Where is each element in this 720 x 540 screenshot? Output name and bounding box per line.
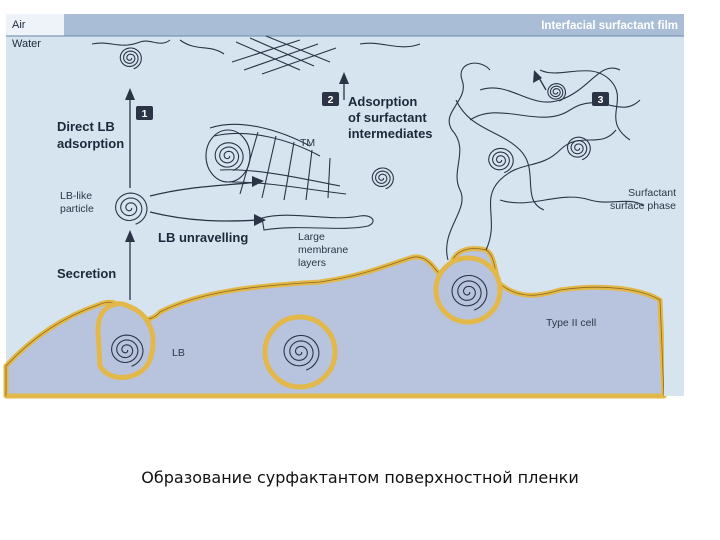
spiral-stroke [371, 167, 394, 190]
right-water-strip [664, 300, 684, 396]
lb-vesicle-ring [262, 314, 338, 390]
film-lattice [91, 35, 421, 75]
step-badge-2 [322, 92, 339, 106]
tm-roll-spiral [214, 142, 244, 172]
surfactant-film-bar [64, 14, 684, 36]
tm-end-spiral [371, 167, 394, 190]
tubular-myelin [205, 123, 347, 201]
phase-spiral-a [488, 147, 514, 174]
interfacial-film-label: Interfacial surfactant film [541, 20, 678, 32]
step-1-line-2: adsorption [57, 136, 124, 151]
type-ii-cell-label: Type II cell [546, 317, 596, 329]
spiral-stroke [119, 47, 142, 70]
figure-caption: Образование сурфактантом поверхностной п… [141, 468, 579, 487]
surfactant-film-diagram: Air Water Interfacial surfactant film [3, 14, 684, 399]
air-label: Air [12, 19, 26, 31]
large-membrane-line-3: layers [298, 257, 326, 269]
film-spiral-left [119, 47, 142, 70]
large-membrane-line-2: membrane [298, 244, 348, 256]
phase-spiral-b [566, 136, 591, 161]
cell-pocket-ring [433, 255, 503, 325]
spiral-stroke [451, 274, 488, 311]
spiral-stroke [115, 192, 148, 225]
surface-phase-line-2: surface phase [610, 200, 676, 212]
large-membrane-line-1: Large [298, 231, 325, 243]
step-2-line-1: Adsorption [348, 94, 417, 109]
spiral-stroke [566, 136, 591, 161]
step-1-number: 1 [142, 108, 148, 120]
lb-unravelling-label: LB unravelling [158, 230, 248, 245]
spiral-stroke [488, 147, 514, 174]
lb-spiral-vesicle [283, 334, 320, 371]
spiral-stroke [111, 334, 144, 367]
surface-phase-line-1: Surfactant [628, 187, 676, 199]
pathway-arrows [129, 75, 547, 300]
step-badge-3 [592, 92, 609, 106]
step-3-number: 3 [598, 94, 604, 106]
secretion-label: Secretion [57, 266, 116, 281]
lb-like-particle-spiral [115, 192, 148, 225]
tm-label: TM [300, 137, 315, 149]
water-label: Water [12, 38, 41, 50]
phase-spiral-c [547, 83, 567, 102]
large-membrane-layers [261, 214, 374, 231]
surface-phase-tangle [446, 62, 645, 261]
lb-like-label-line-1: LB-like [60, 190, 92, 202]
spiral-stroke [214, 142, 244, 172]
step-2-line-2: of surfactant [348, 110, 427, 125]
lb-like-label-line-2: particle [60, 203, 94, 215]
arrowheads [125, 70, 542, 242]
spiral-stroke [283, 334, 320, 371]
spiral-stroke [547, 83, 567, 102]
step-2-line-3: intermediates [348, 126, 433, 141]
lb-label: LB [172, 347, 185, 359]
step-badge-1 [136, 106, 153, 120]
lb-spiral-pocket [451, 274, 488, 311]
step-2-number: 2 [328, 94, 334, 106]
lb-spiral-secreted [111, 334, 144, 367]
step-1-line-1: Direct LB [57, 119, 115, 134]
